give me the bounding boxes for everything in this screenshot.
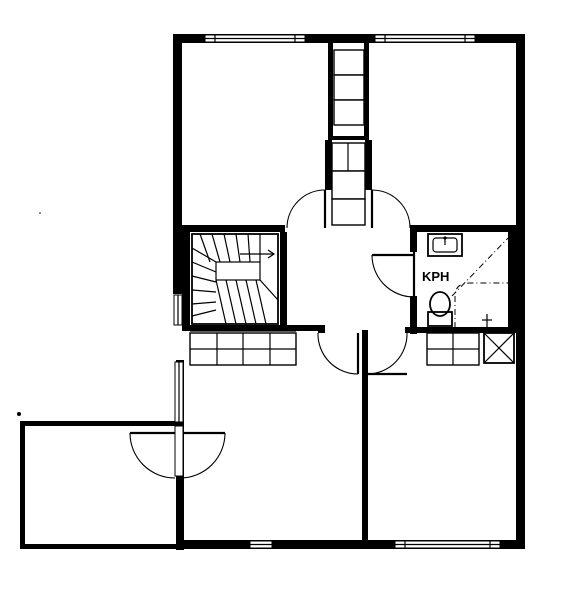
shaft-cabinets	[331, 49, 366, 226]
interior-walls	[182, 43, 516, 540]
window-bottom-left	[249, 540, 273, 549]
windows	[173, 34, 501, 549]
window-left-side	[173, 294, 183, 326]
shower-icon	[451, 235, 511, 328]
door-balcony	[129, 431, 226, 479]
door-top-left	[286, 189, 327, 229]
hall-cabinets	[189, 330, 297, 366]
door-bathroom	[371, 252, 416, 298]
window-bottom-right	[394, 540, 501, 549]
sink-icon	[427, 233, 463, 257]
staircase	[191, 233, 279, 325]
window-top-left	[204, 34, 306, 43]
bathroom-label: KPH	[422, 269, 449, 284]
balcony	[17, 361, 184, 549]
door-bottom-right	[367, 332, 408, 376]
right-cabinets	[426, 332, 480, 366]
door-top-right	[370, 189, 411, 229]
door-bottom-left	[317, 332, 360, 375]
toilet-icon	[427, 291, 453, 327]
window-top-right	[374, 34, 476, 43]
shaft-x-icon	[483, 332, 515, 364]
bathroom: KPH	[422, 232, 516, 328]
